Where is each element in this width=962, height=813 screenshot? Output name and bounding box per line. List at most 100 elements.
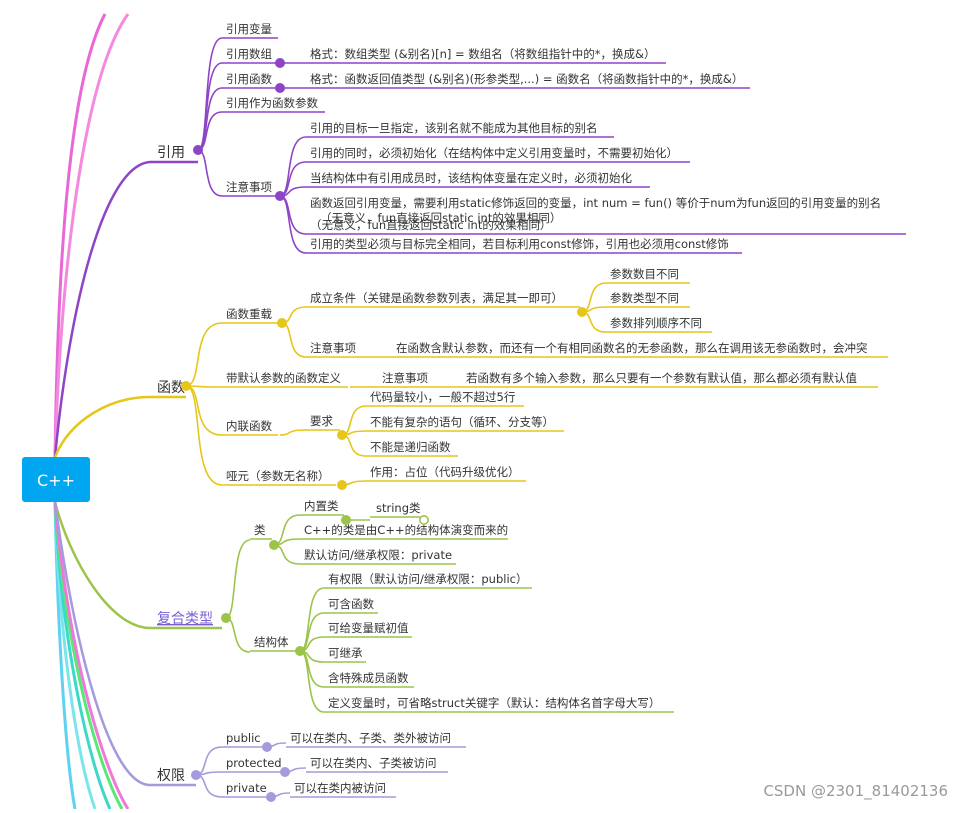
connector	[299, 650, 325, 713]
perm-pro-desc: 可以在类内、子类被访问	[310, 756, 437, 770]
func-inline-req: 要求	[310, 414, 333, 428]
func-overload-notes: 注意事项	[310, 341, 356, 355]
connector	[270, 792, 291, 798]
connector	[225, 539, 251, 619]
func-cond-c2: 参数类型不同	[610, 291, 679, 305]
root-label: C++	[37, 471, 75, 490]
compound-string-dot[interactable]	[418, 514, 429, 525]
connector	[281, 306, 307, 324]
connector	[195, 746, 223, 776]
func-overload-note-text: 在函数含默认参数，而还有一个有相同函数名的无参函数，那么在调用该无参函数时，会冲…	[396, 341, 868, 355]
ref-note-n4a: 函数返回引用变量，需要利用static修饰返回的变量，int num = fun…	[310, 196, 881, 210]
branch-func-label[interactable]: 函数	[157, 380, 185, 396]
connector	[279, 161, 307, 197]
func-req-r3: 不能是递归函数	[370, 440, 451, 454]
connector	[341, 434, 367, 457]
connector	[197, 37, 223, 151]
compound-struct-s6: 定义变量时，可省略struct关键字（默认：结构体名首字母大写）	[328, 696, 660, 710]
connector	[279, 195, 307, 254]
branch-ref-label[interactable]: 引用	[157, 145, 185, 161]
func-dummy-use: 作用：占位（代码升级优化）	[370, 465, 520, 479]
func-default-notes: 注意事项	[382, 371, 428, 385]
branch-perm-label[interactable]: 权限	[157, 768, 185, 784]
connector	[299, 612, 325, 652]
connector	[279, 429, 307, 436]
edge-perm	[53, 501, 196, 787]
ref-note-n4b-text: （无意义，fun直接返回static int的效果相同）	[320, 211, 561, 225]
compound-builtin: 内置类	[304, 499, 339, 513]
perm-pro: protected	[226, 756, 282, 770]
compound-struct-s3: 可给变量赋初值	[328, 621, 409, 635]
compound-cls-origin: C++的类是由C++的结构体演变而来的	[304, 523, 508, 537]
connector	[581, 311, 607, 333]
edge-func	[53, 395, 186, 458]
edge-top-1	[53, 13, 107, 458]
func-inline: 内联函数	[226, 419, 272, 433]
root-node[interactable]: C++	[22, 457, 90, 502]
connector	[281, 322, 307, 358]
ref-ref-arr: 引用数组	[226, 47, 272, 61]
connector	[185, 322, 223, 387]
connector	[284, 767, 307, 773]
compound-struct: 结构体	[254, 635, 289, 649]
connector	[341, 480, 367, 486]
ref-notes: 注意事项	[226, 180, 272, 194]
connector	[197, 111, 223, 151]
ref-ref-param: 引用作为函数参数	[226, 96, 318, 110]
compound-struct-s1: 有权限（默认访问/继承权限：public）	[328, 572, 527, 586]
compound-struct-s4: 可继承	[328, 646, 363, 660]
compound-struct-s5: 含特殊成员函数	[328, 671, 409, 685]
func-default: 带默认参数的函数定义	[226, 371, 341, 385]
ref-ref-fun: 引用函数	[226, 72, 272, 86]
ref-fun-format: 格式：函数返回值类型 (&别名)(形参类型,...) = 函数名（将函数指针中的…	[310, 72, 743, 86]
perm-pri-desc: 可以在类内被访问	[294, 781, 386, 795]
func-dummy: 哑元（参数无名称）	[226, 469, 330, 483]
connector	[197, 62, 223, 151]
connector	[279, 195, 307, 235]
perm-pub-desc: 可以在类内、子类、类外被访问	[290, 731, 451, 745]
connector	[195, 774, 223, 798]
connector	[273, 544, 301, 565]
func-req-r1: 代码量较小，一般不超过5行	[370, 390, 515, 404]
main-branch-edges	[53, 160, 222, 787]
edge-compound	[53, 501, 222, 630]
offscreen-branch-edges	[53, 13, 130, 810]
func-overload: 函数重载	[226, 307, 272, 321]
perm-pri: private	[226, 781, 267, 795]
compound-struct-s2: 可含函数	[328, 597, 374, 611]
perm-pub: public	[226, 731, 261, 745]
watermark: CSDN @2301_81402136	[763, 782, 948, 801]
func-cond-c1: 参数数目不同	[610, 267, 679, 281]
ref-note-n3: 当结构体中有引用成员时，该结构体变量在定义时，必须初始化	[310, 171, 632, 185]
edge-top-2	[53, 13, 130, 458]
ref-note-n1: 引用的目标一旦指定，该别名就不能成为其他目标的别名	[310, 121, 598, 135]
func-cond-c3: 参数排列顺序不同	[610, 316, 702, 330]
compound-string-class: string类	[376, 501, 421, 515]
branch-compound-label[interactable]: 复合类型	[157, 610, 213, 627]
ref-note-n2: 引用的同时，必须初始化（在结构体中定义引用变量时，不需要初始化）	[310, 146, 678, 160]
compound-cls-default: 默认访问/继承权限：private	[304, 548, 452, 562]
connector	[185, 385, 223, 388]
edge-ref	[53, 160, 198, 458]
connector	[266, 742, 287, 748]
connector	[299, 587, 325, 652]
connector	[197, 149, 223, 197]
ref-arr-format: 格式：数组类型 (&别名)[n] = 数组名（将数组指针中的*，换成&）	[310, 47, 656, 61]
func-condition: 成立条件（关键是函数参数列表，满足其一即可）	[310, 291, 563, 305]
edge-bottom-5	[53, 501, 130, 810]
root-box	[22, 457, 90, 502]
connector	[185, 385, 223, 486]
func-default-note-text: 若函数有多个输入参数，那么只要有一个参数有默认值，那么都必须有默认值	[466, 371, 857, 385]
ref-note-n5: 引用的类型必须与目标完全相同，若目标利用const修饰，引用也必须用const修…	[310, 237, 729, 251]
connector	[299, 650, 325, 688]
ref-note-n4b: （无意义，fun直接返回static int的效果相同）	[310, 218, 551, 232]
compound-class: 类	[254, 523, 266, 537]
connector	[185, 385, 223, 436]
ref-ref-var: 引用变量	[226, 22, 272, 36]
func-req-r2: 不能有复杂的语句（循环、分支等）	[370, 415, 554, 429]
connector	[225, 617, 251, 653]
connector	[279, 186, 307, 197]
